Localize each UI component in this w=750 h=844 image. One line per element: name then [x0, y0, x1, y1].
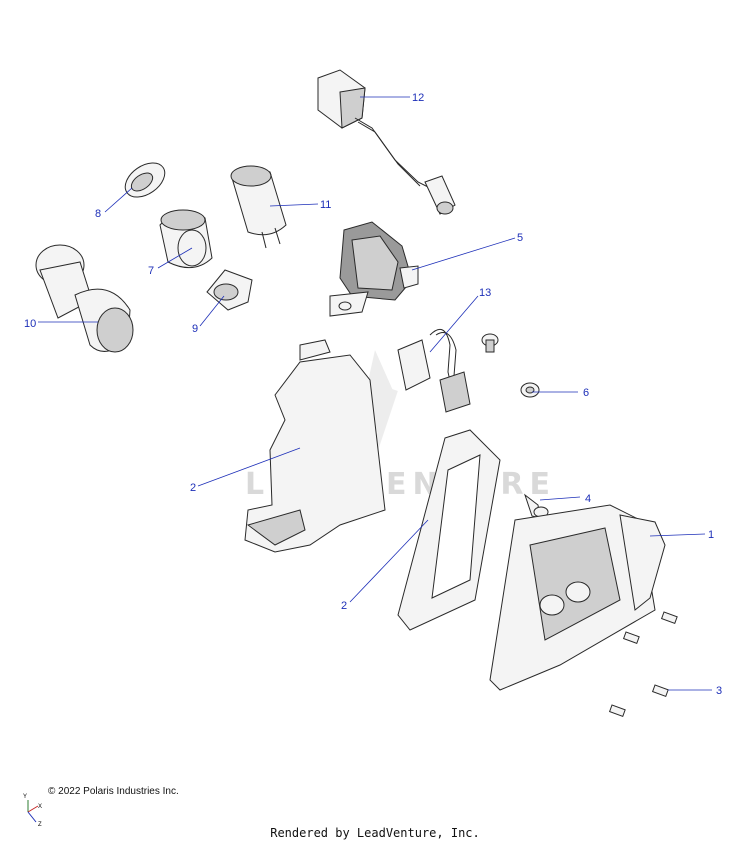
callout-3: 3 [716, 685, 722, 697]
leader-4 [539, 496, 581, 501]
rendered-by-text: Rendered by LeadVenture, Inc. [270, 826, 480, 840]
part-1-ecu[interactable] [489, 504, 666, 691]
part-2-frame[interactable] [397, 429, 501, 631]
part-11-relay[interactable] [230, 165, 287, 249]
leader-8 [104, 187, 133, 213]
axis-y-label: Y [23, 794, 27, 800]
part-3-screw-c[interactable] [651, 684, 669, 698]
part-3-screw-b[interactable] [622, 631, 640, 645]
part-9-nut[interactable] [206, 269, 253, 311]
leader-9 [199, 295, 225, 327]
part-2-cover[interactable] [244, 339, 386, 553]
part-6-bolt-a[interactable] [481, 333, 499, 353]
leader-1 [649, 533, 706, 537]
callout-6: 6 [583, 387, 589, 399]
leader-13 [429, 295, 479, 353]
callout-13: 13 [479, 287, 491, 299]
callout-5: 5 [517, 232, 523, 244]
callout-4: 4 [585, 493, 591, 505]
callout-2-frame: 2 [341, 600, 347, 612]
callout-labels: 12 8 11 7 5 9 10 13 6 2 4 1 2 3 [24, 92, 722, 697]
part-3-screw-a[interactable] [660, 611, 678, 625]
part-5-bracket[interactable] [329, 221, 419, 317]
part-3-screw-d[interactable] [608, 704, 626, 718]
leader-5 [411, 237, 516, 271]
leader-7 [157, 247, 193, 269]
callout-1: 1 [708, 529, 714, 541]
part-13-harness[interactable] [397, 328, 471, 413]
axis-triad: Y X Z [23, 794, 42, 828]
callout-2-cover: 2 [190, 482, 196, 494]
copyright-text: © 2022 Polaris Industries Inc. [48, 786, 179, 797]
leader-11 [269, 203, 319, 207]
axis-z-label: Z [38, 822, 42, 828]
part-10-key-switch[interactable] [35, 244, 134, 353]
callout-12: 12 [412, 92, 424, 104]
part-8-nut[interactable] [119, 156, 171, 204]
part-6-bolt-b[interactable] [520, 382, 540, 398]
callout-8: 8 [95, 208, 101, 220]
leader-lines [38, 96, 712, 691]
axis-x-label: X [38, 804, 42, 810]
callout-9: 9 [192, 323, 198, 335]
leader-2b [349, 519, 429, 603]
part-12-sensor[interactable] [317, 69, 456, 215]
callout-10: 10 [24, 318, 36, 330]
callout-11: 11 [320, 199, 331, 211]
part-4-screw[interactable] [524, 493, 549, 519]
callout-7: 7 [148, 265, 154, 277]
leader-2a [197, 447, 301, 487]
part-7-outlet[interactable] [159, 209, 213, 269]
